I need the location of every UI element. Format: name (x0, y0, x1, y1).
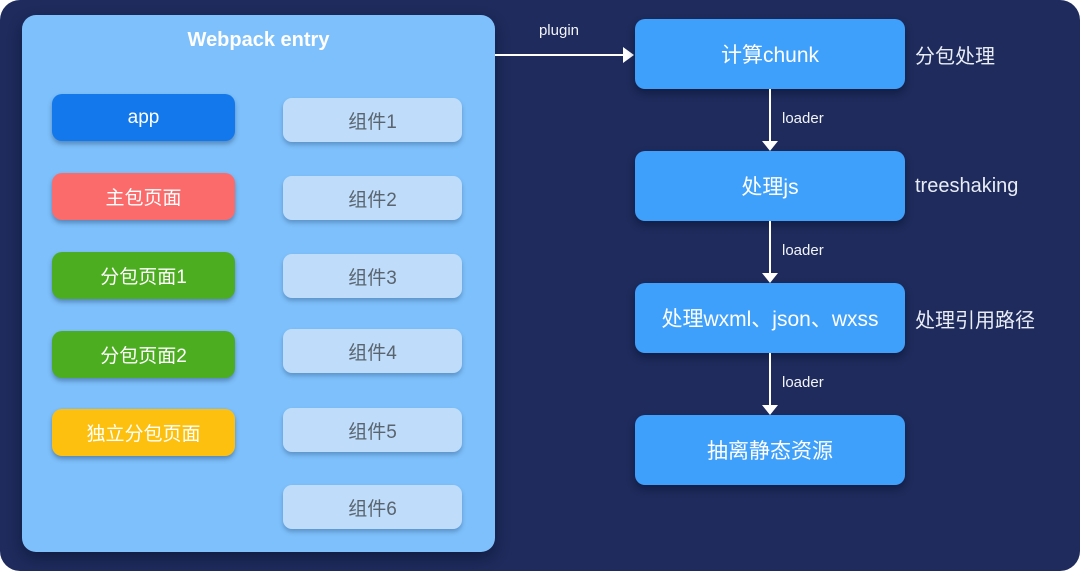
side-note-reference-path: 处理引用路径 (915, 309, 1035, 332)
side-note-subpackage-processing: 分包处理 (915, 45, 995, 68)
loader-arrow-3-head-icon (762, 405, 778, 415)
loader-arrow-3-label: loader (782, 374, 824, 391)
component-node-4: 组件4 (283, 329, 462, 373)
loader-arrow-1-head-icon (762, 141, 778, 151)
side-note-treeshaking: treeshaking (915, 174, 1019, 197)
plugin-arrow-label: plugin (538, 22, 580, 39)
plugin-arrow-shaft (495, 54, 623, 56)
component-node-5: 组件5 (283, 408, 462, 452)
entry-node-subpackage-pages-2: 分包页面2 (52, 331, 235, 378)
loader-arrow-3-shaft (769, 353, 771, 405)
loader-arrow-1-label: loader (782, 110, 824, 127)
webpack-entry-panel: Webpack entry app 主包页面 分包页面1 分包页面2 独立分包页… (22, 15, 495, 552)
loader-arrow-2-label: loader (782, 242, 824, 259)
entry-node-main-package-pages: 主包页面 (52, 173, 235, 220)
flow-node-process-wxml-json-wxss: 处理wxml、json、wxss (635, 283, 905, 353)
component-node-3: 组件3 (283, 254, 462, 298)
loader-arrow-2-shaft (769, 221, 771, 273)
entry-node-independent-subpackage-pages: 独立分包页面 (52, 409, 235, 456)
component-node-2: 组件2 (283, 176, 462, 220)
flow-node-extract-static-assets: 抽离静态资源 (635, 415, 905, 485)
flow-node-compute-chunk: 计算chunk (635, 19, 905, 89)
loader-arrow-2-head-icon (762, 273, 778, 283)
entry-node-app: app (52, 94, 235, 141)
loader-arrow-1-shaft (769, 89, 771, 141)
plugin-arrow-head-icon (623, 47, 634, 63)
flow-node-process-js: 处理js (635, 151, 905, 221)
component-node-1: 组件1 (283, 98, 462, 142)
entry-node-subpackage-pages-1: 分包页面1 (52, 252, 235, 299)
panel-title: Webpack entry (187, 29, 330, 51)
component-node-6: 组件6 (283, 485, 462, 529)
